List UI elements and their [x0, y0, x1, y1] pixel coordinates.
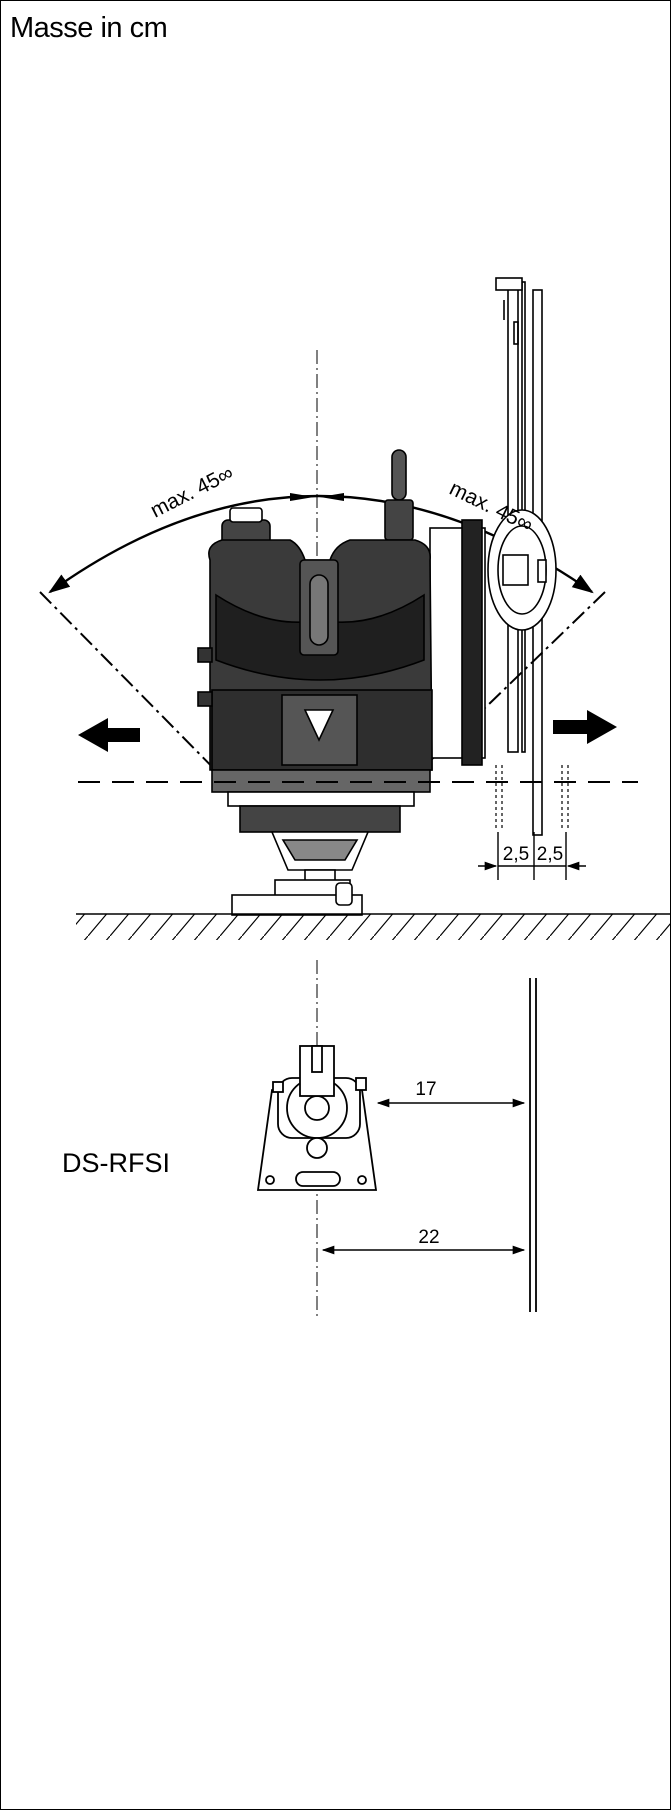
clearance-lines	[495, 765, 569, 828]
operator-body	[197, 449, 433, 916]
dim-17-label: 17	[415, 1079, 436, 1100]
gap-label-left: 2,5	[503, 844, 529, 865]
page-title: Masse in cm	[10, 12, 168, 44]
arrow-left-icon	[78, 718, 140, 752]
angle-label-left: max. 45∞	[147, 461, 237, 522]
angle-arc-center-arrows	[290, 493, 344, 501]
angle-limit-left	[39, 591, 236, 791]
pulley-unit	[429, 509, 557, 766]
wall	[529, 978, 537, 1312]
dim-22-label: 22	[418, 1227, 439, 1248]
gap-label-right: 2,5	[537, 844, 563, 865]
arrow-right-icon	[553, 710, 617, 744]
gap-dimension	[478, 832, 586, 880]
ground	[76, 913, 670, 940]
model-label: DS-RFSI	[62, 1148, 170, 1178]
mounting-bracket	[256, 1045, 378, 1191]
